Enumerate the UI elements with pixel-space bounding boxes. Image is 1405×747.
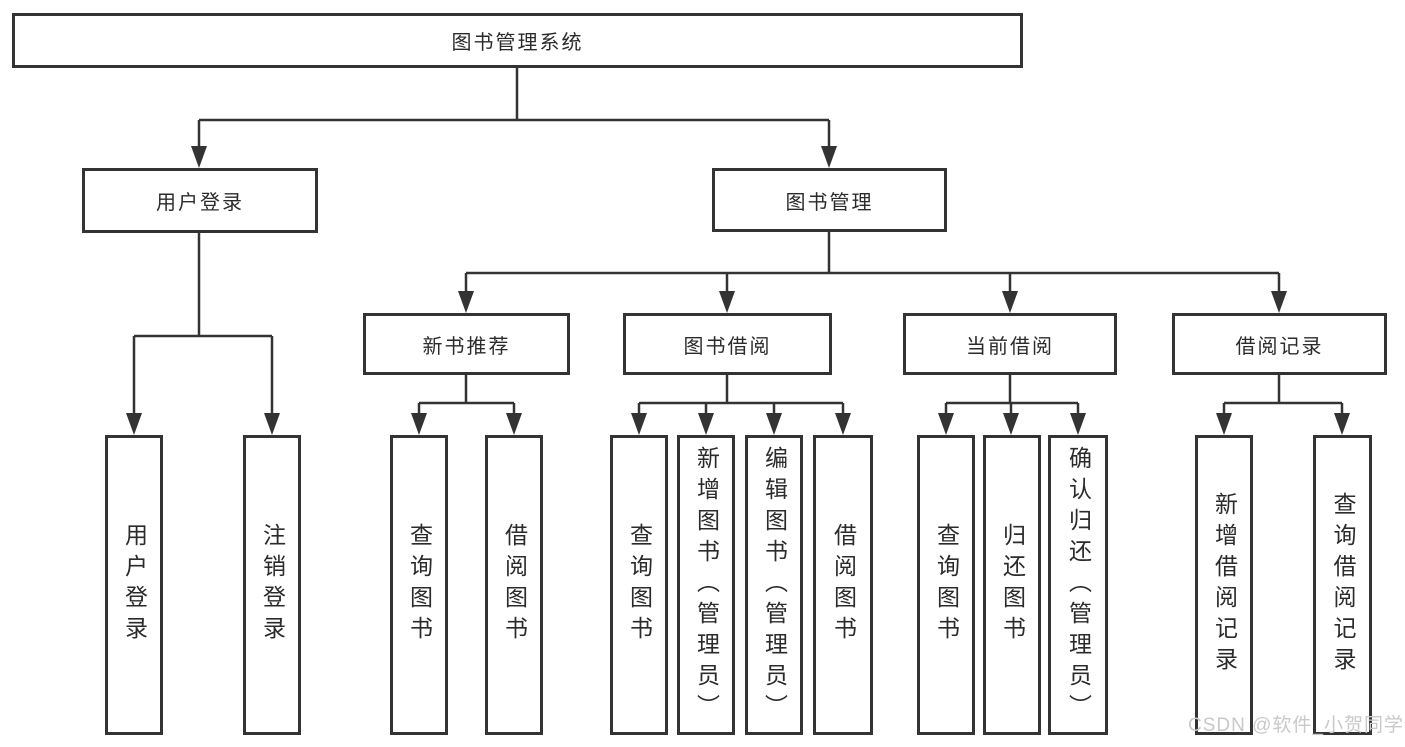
node-book-management-label: 图书管理 [785,191,874,214]
leaf-return-book-label: 归还图书 [999,523,1026,647]
node-book-management: 图书管理 [712,168,947,232]
node-root-label: 图书管理系统 [451,32,584,54]
node-book-borrow-label: 图书借阅 [683,335,772,358]
node-user-login-label: 用户登录 [156,192,244,214]
node-borrow-records-label: 借阅记录 [1235,335,1324,358]
node-user-login: 用户登录 [82,168,318,233]
leaf-query-books-recommend-label: 查询图书 [406,523,433,647]
leaf-query-books-current: 查询图书 [917,435,975,735]
leaf-edit-book-admin: 编辑图书（管理员） [745,435,803,735]
watermark: CSDN @软件_小贺同学 [1188,715,1404,736]
leaf-user-login-label: 用户登录 [121,523,148,647]
leaf-user-login: 用户登录 [105,435,163,735]
node-book-borrow: 图书借阅 [623,313,832,375]
leaf-add-borrow-record-label: 新增借阅记录 [1211,492,1238,678]
leaf-borrow-books-recommend: 借阅图书 [485,435,543,735]
leaf-logout: 注销登录 [243,435,301,735]
leaf-return-book: 归还图书 [983,435,1041,735]
leaf-logout-label: 注销登录 [259,523,286,647]
leaf-query-books-borrow-label: 查询图书 [626,523,653,647]
leaf-add-borrow-record: 新增借阅记录 [1195,435,1253,735]
leaf-borrow-book: 借阅图书 [813,435,873,735]
leaf-add-book-admin-label: 新增图书（管理员） [693,445,720,725]
leaf-add-book-admin: 新增图书（管理员） [677,435,735,735]
leaf-borrow-book-label: 借阅图书 [830,523,857,647]
node-current-borrow-label: 当前借阅 [966,335,1054,358]
node-borrow-records: 借阅记录 [1172,313,1387,375]
node-root: 图书管理系统 [12,13,1023,68]
leaf-borrow-books-recommend-label: 借阅图书 [501,523,528,647]
leaf-query-books-recommend: 查询图书 [390,435,448,735]
leaf-confirm-return-admin-label: 确认归还（管理员） [1065,445,1092,725]
leaf-edit-book-admin-label: 编辑图书（管理员） [761,445,788,725]
leaf-query-books-borrow: 查询图书 [610,435,668,735]
leaf-query-borrow-record: 查询借阅记录 [1313,435,1372,735]
node-new-book-recommend-label: 新书推荐 [422,335,511,358]
node-new-book-recommend: 新书推荐 [363,313,570,375]
leaf-query-books-current-label: 查询图书 [933,523,960,647]
leaf-query-borrow-record-label: 查询借阅记录 [1330,492,1356,678]
leaf-confirm-return-admin: 确认归还（管理员） [1048,435,1108,735]
node-current-borrow: 当前借阅 [903,313,1117,375]
